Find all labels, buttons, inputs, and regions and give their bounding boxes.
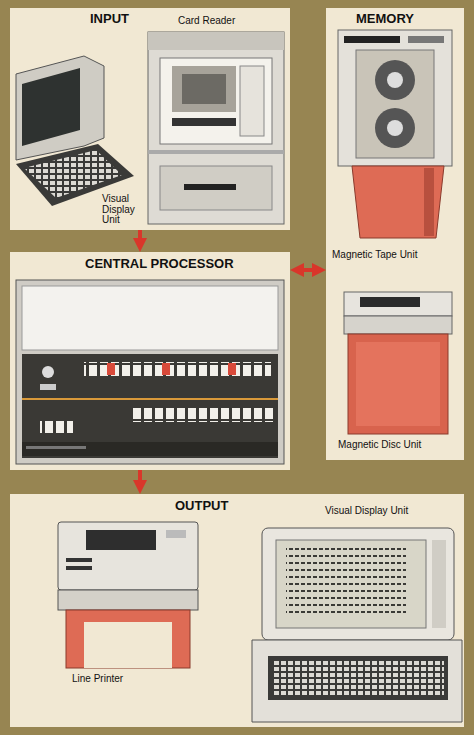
processor-console-drawing bbox=[26, 446, 86, 449]
output-terminal-drawing bbox=[272, 660, 444, 696]
card-reader-drawing bbox=[148, 32, 284, 50]
device-label: Card Reader bbox=[178, 16, 268, 27]
device-caption-box: Card Reader bbox=[178, 16, 268, 29]
line-printer-drawing bbox=[58, 590, 198, 610]
input-terminal-drawing bbox=[24, 150, 122, 198]
device-caption-box: Visual Display Unit bbox=[102, 194, 150, 228]
card-reader-drawing bbox=[182, 74, 226, 104]
card-reader-drawing bbox=[184, 184, 236, 190]
panel-grounds bbox=[10, 252, 290, 470]
tape-unit-drawing bbox=[387, 120, 403, 136]
card-reader-drawing bbox=[160, 166, 272, 210]
device-caption-box: Magnetic Tape Unit bbox=[332, 250, 460, 263]
disc-unit-drawing bbox=[360, 297, 420, 307]
output-terminal-drawing bbox=[286, 548, 406, 618]
processor-console-drawing bbox=[162, 363, 170, 375]
tape-unit-drawing bbox=[338, 30, 452, 238]
disc-unit-drawing bbox=[344, 316, 452, 334]
card-reader-drawing bbox=[148, 32, 284, 224]
processor-console-drawing bbox=[228, 363, 236, 375]
processor-console-drawing bbox=[22, 354, 278, 458]
processor-console-drawing bbox=[42, 366, 54, 378]
input-terminal-drawing bbox=[16, 56, 134, 206]
processor-console-drawing bbox=[130, 408, 273, 422]
processor-console-drawing bbox=[16, 280, 284, 464]
panel-grounds bbox=[326, 8, 464, 460]
card-reader-drawing bbox=[148, 150, 284, 154]
disc-unit-drawing bbox=[344, 292, 452, 434]
processor-console-drawing bbox=[22, 286, 278, 350]
processor-console-drawing bbox=[84, 362, 271, 376]
output-terminal-drawing bbox=[252, 640, 462, 722]
panel-grounds bbox=[10, 494, 464, 727]
tape-unit-drawing bbox=[408, 36, 444, 43]
processor-console-drawing bbox=[16, 280, 284, 464]
line-printer-drawing bbox=[66, 610, 190, 668]
card-reader-drawing bbox=[240, 66, 264, 136]
output-terminal-drawing bbox=[432, 540, 446, 628]
device-label: Magnetic Disc Unit bbox=[338, 440, 462, 451]
section-panel: OUTPUT Line Printer Visual Display Unit bbox=[10, 494, 464, 727]
device-caption-box: Visual Display Unit bbox=[325, 506, 455, 519]
tape-unit-drawing bbox=[424, 168, 434, 236]
input-terminal-drawing bbox=[16, 56, 104, 160]
output-terminal-drawing bbox=[268, 656, 448, 700]
section-panel: CENTRAL PROCESSOR bbox=[10, 252, 290, 470]
processor-console-drawing bbox=[107, 363, 115, 375]
card-reader-drawing bbox=[172, 66, 236, 112]
device-label: Line Printer bbox=[72, 674, 162, 685]
processor-console-drawing bbox=[22, 398, 278, 400]
panel-grounds bbox=[10, 8, 464, 727]
tape-unit-drawing bbox=[387, 72, 403, 88]
flow-arrow bbox=[299, 268, 316, 272]
section-heading: INPUT bbox=[90, 12, 129, 27]
line-printer-drawing bbox=[66, 558, 92, 562]
tape-unit-drawing bbox=[344, 36, 400, 43]
card-reader-drawing bbox=[160, 58, 272, 144]
flow-arrow bbox=[138, 470, 142, 485]
output-terminal-drawing bbox=[276, 540, 426, 628]
processor-console-drawing bbox=[40, 420, 73, 434]
line-printer-drawing bbox=[58, 522, 198, 590]
tape-unit-drawing bbox=[352, 166, 444, 238]
device-caption-box: Line Printer bbox=[72, 674, 162, 687]
tape-unit-drawing bbox=[375, 60, 415, 100]
line-printer-drawing bbox=[166, 530, 186, 538]
tape-unit-drawing bbox=[375, 108, 415, 148]
tape-unit-drawing bbox=[356, 50, 434, 158]
tape-unit-drawing bbox=[338, 30, 452, 166]
card-reader-drawing bbox=[172, 118, 236, 126]
panel-grounds bbox=[10, 8, 290, 230]
section-heading: MEMORY bbox=[356, 12, 414, 27]
line-printer-drawing bbox=[86, 530, 156, 550]
section-panel: INPUT Card ReaderVisual Display Unit bbox=[10, 8, 290, 230]
section-panel: MEMORY Magnetic Tape UnitMagnetic Disc Un… bbox=[326, 8, 464, 460]
flow-arrow bbox=[138, 230, 142, 243]
line-printer-drawing bbox=[58, 522, 198, 668]
device-caption-box: Magnetic Disc Unit bbox=[338, 440, 462, 453]
section-heading: CENTRAL PROCESSOR bbox=[85, 257, 234, 272]
disc-unit-drawing bbox=[344, 292, 452, 316]
input-terminal-drawing bbox=[22, 68, 80, 146]
processor-console-drawing bbox=[22, 442, 278, 456]
card-reader-drawing bbox=[148, 32, 284, 224]
output-terminal-drawing bbox=[262, 528, 454, 640]
line-printer-drawing bbox=[66, 566, 92, 570]
line-printer-drawing bbox=[84, 622, 172, 668]
device-label: Visual Display Unit bbox=[325, 506, 455, 517]
disc-unit-drawing bbox=[348, 334, 448, 434]
device-label: Magnetic Tape Unit bbox=[332, 250, 460, 261]
disc-unit-drawing bbox=[356, 342, 440, 426]
device-label: Visual Display Unit bbox=[102, 194, 150, 226]
section-heading: OUTPUT bbox=[175, 499, 228, 514]
output-terminal-drawing bbox=[252, 528, 462, 722]
processor-console-drawing bbox=[40, 384, 56, 390]
